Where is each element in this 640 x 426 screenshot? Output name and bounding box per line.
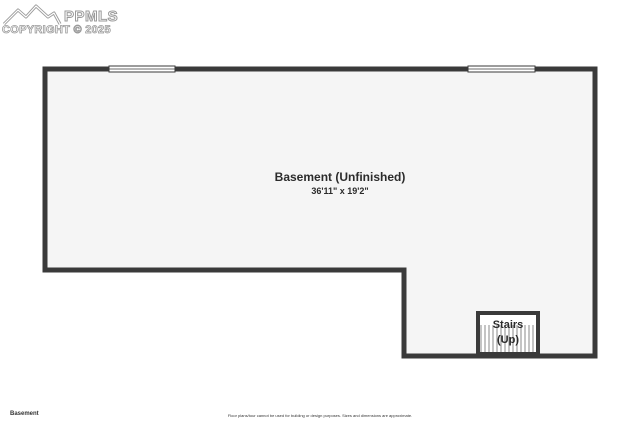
window-left: [108, 65, 176, 73]
stairs-label-line1: Stairs: [492, 319, 524, 331]
ppmls-watermark: PPMLS COPYRIGHT © 2025: [2, 2, 127, 38]
disclaimer-text: Floor plans/tour cannot be used for buil…: [227, 413, 413, 418]
stairs-label: Stairs (Up): [480, 318, 536, 348]
basement-outline: [42, 66, 598, 359]
stairs-label-line2: (Up): [497, 334, 519, 346]
room-dimensions: 36'11" x 19'2": [311, 186, 369, 196]
watermark-copyright: COPYRIGHT © 2025: [2, 24, 111, 37]
window-right: [467, 65, 536, 73]
watermark-brand: PPMLS: [63, 8, 119, 26]
room-name: Basement (Unfinished): [274, 170, 406, 184]
floor-level-label: Basement: [10, 411, 39, 417]
mountain-logo-icon: [2, 4, 62, 26]
stairs: [476, 311, 540, 356]
